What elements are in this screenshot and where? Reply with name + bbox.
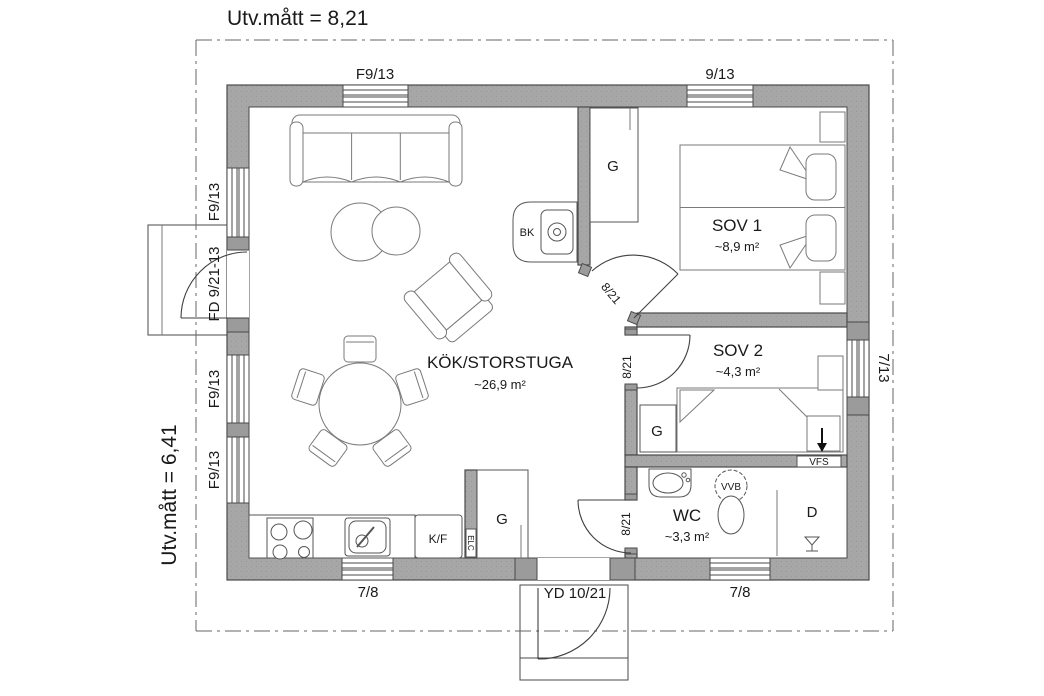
coffee-tables: [330, 202, 421, 262]
closet-label-sov2: G: [651, 423, 663, 440]
window-label-bottom-1: 7/8: [358, 584, 379, 601]
door-sov1: [591, 254, 679, 319]
window-top-1: [342, 84, 409, 108]
dining-table: [318, 362, 402, 446]
window-left-3: [226, 436, 250, 504]
cooktop: [266, 517, 314, 560]
door-wc: [577, 499, 632, 554]
wood-stove: [512, 201, 578, 263]
floor-drain: [803, 536, 821, 552]
room-area-sov2: ~4,3 m²: [716, 364, 761, 379]
water-heater-label: VVB: [721, 482, 741, 493]
dining-set: [291, 335, 429, 467]
vent-label: VFS: [809, 457, 829, 468]
door-post: [624, 547, 638, 555]
nightstand: [817, 355, 844, 391]
bed-sov2: [676, 387, 844, 453]
wood-stove-label: BK: [520, 227, 535, 239]
kitchen-sink: [344, 517, 391, 557]
nightstand: [819, 271, 846, 305]
room-label-sov2: SOV 2: [713, 341, 763, 360]
vfs-vent: [796, 455, 842, 468]
kitchen-counter: [248, 514, 416, 560]
door-post: [624, 493, 638, 501]
fridge-freezer: [414, 514, 463, 559]
room-area-main: ~26,9 m²: [474, 377, 526, 392]
nightstand: [819, 111, 846, 143]
armchair: [403, 252, 493, 343]
door-entry: [180, 249, 249, 319]
closet-label-sov1: G: [607, 158, 619, 175]
window-bottom-1: [341, 557, 394, 581]
dining-chair: [395, 368, 429, 406]
window-label-left-1: F9/13: [206, 183, 223, 221]
door-label-yard: YD 10/21: [544, 585, 607, 602]
door-post: [624, 328, 638, 336]
dimension-width-label: Utv.mått = 8,21: [227, 7, 368, 30]
washbasin: [648, 468, 692, 498]
room-label-wc: WC: [673, 506, 701, 525]
shower-label: D: [807, 504, 818, 521]
window-label-bottom-2: 7/8: [730, 584, 751, 601]
dining-chair: [291, 368, 325, 406]
door-sov2: [631, 334, 691, 389]
window-label-left-2: F9/13: [206, 370, 223, 408]
wall-piers: [226, 236, 870, 581]
window-label-top-1: F9/13: [356, 66, 394, 83]
window-label-left-3: F9/13: [206, 451, 223, 489]
electrical-cabinet-label: ELC: [466, 535, 475, 551]
closet-sov1: [589, 107, 639, 223]
elc-cabinet: [465, 528, 477, 558]
window-left-1: [226, 167, 250, 238]
dimension-height-label: Utv.mått = 6,41: [158, 424, 181, 565]
door-label-wc: 8/21: [619, 512, 633, 536]
dining-chair: [343, 335, 377, 363]
sofa: [289, 114, 463, 187]
bed-sov1: [679, 144, 846, 271]
window-label-top-2: 9/13: [705, 66, 734, 83]
interior-walls: [464, 106, 848, 559]
door-label-entry: FD 9/21-13: [206, 246, 223, 321]
site-boundary: [195, 39, 894, 632]
interior-wall-sov2-left: [624, 385, 638, 456]
interior-wall-hall: [577, 106, 591, 266]
toilet: [717, 495, 745, 535]
window-left-2: [226, 354, 250, 424]
interior-wall-sov1-sov2: [636, 312, 848, 328]
door-yard: [536, 558, 611, 660]
room-area-sov1: ~8,9 m²: [715, 239, 760, 254]
closet-kitchen: [476, 469, 529, 559]
window-right-1: [846, 339, 870, 398]
closet-sov2: [639, 404, 677, 453]
vfs-arrow: [817, 428, 827, 452]
closet-label-kitchen: G: [496, 511, 508, 528]
window-bottom-2: [709, 557, 771, 581]
interior-wall-sov2-wc: [624, 454, 848, 468]
room-label-main: KÖK/STORSTUGA: [427, 353, 574, 372]
door-post: [624, 383, 638, 391]
door-label-sov2: 8/21: [620, 355, 634, 379]
window-top-2: [686, 84, 754, 108]
door-post: [577, 262, 593, 278]
room-area-wc: ~3,3 m²: [665, 529, 710, 544]
fridge-freezer-label: K/F: [429, 532, 448, 546]
window-label-right-1: 7/13: [875, 353, 892, 382]
room-label-sov1: SOV 1: [712, 216, 762, 235]
